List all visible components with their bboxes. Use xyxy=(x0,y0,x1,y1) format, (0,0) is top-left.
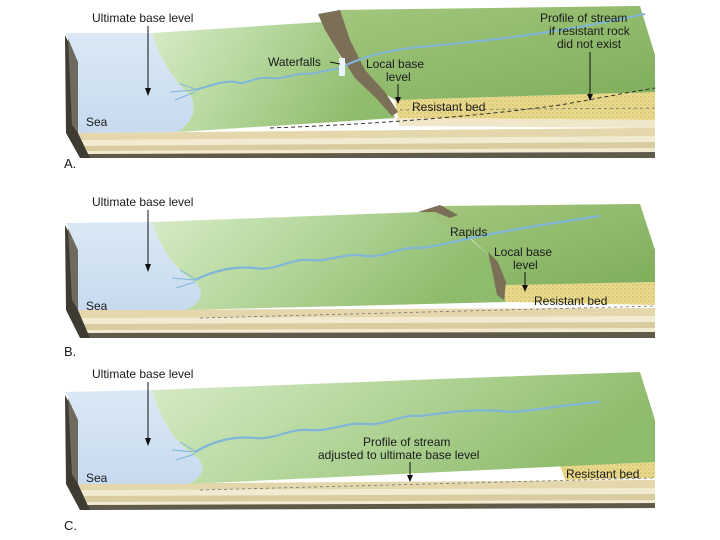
ultimate-label-c: Ultimate base level xyxy=(92,367,193,381)
resistant-label-b: Resistant bed xyxy=(534,294,607,308)
rapids-label: Rapids xyxy=(450,225,487,239)
ultimate-label-a: Ultimate base level xyxy=(92,11,193,25)
adjusted-label-c2: adjusted to ultimate base level xyxy=(318,448,479,462)
resistant-label-c: Resistant bed xyxy=(566,467,639,481)
adjusted-label-c1: Profile of stream xyxy=(363,435,450,449)
panel-b: Ultimate base level Sea Rapids Local bas… xyxy=(64,195,655,359)
panel-c: Ultimate base level Sea Profile of strea… xyxy=(64,367,655,533)
panel-letter-c: C. xyxy=(64,518,77,533)
local-base-label-b1: Local base xyxy=(494,245,552,259)
ultimate-label-b: Ultimate base level xyxy=(92,195,193,209)
local-base-label-b2: level xyxy=(513,258,538,272)
panel-a: Ultimate base level Sea Waterfalls Local… xyxy=(64,6,655,171)
local-base-label-a2: level xyxy=(386,70,411,84)
local-base-label-a1: Local base xyxy=(366,57,424,71)
sea-label-a: Sea xyxy=(86,115,108,129)
profile-label-a2: if resistant rock xyxy=(549,24,631,38)
sea-label-c: Sea xyxy=(86,471,108,485)
profile-label-a1: Profile of stream xyxy=(540,11,627,25)
profile-label-a3: did not exist xyxy=(557,37,622,51)
sea-label-b: Sea xyxy=(86,299,108,313)
resistant-label-a: Resistant bed xyxy=(412,100,485,114)
panel-letter-a: A. xyxy=(64,156,76,171)
panel-letter-b: B. xyxy=(64,344,76,359)
waterfall-a xyxy=(339,58,345,76)
waterfalls-label: Waterfalls xyxy=(268,55,321,69)
